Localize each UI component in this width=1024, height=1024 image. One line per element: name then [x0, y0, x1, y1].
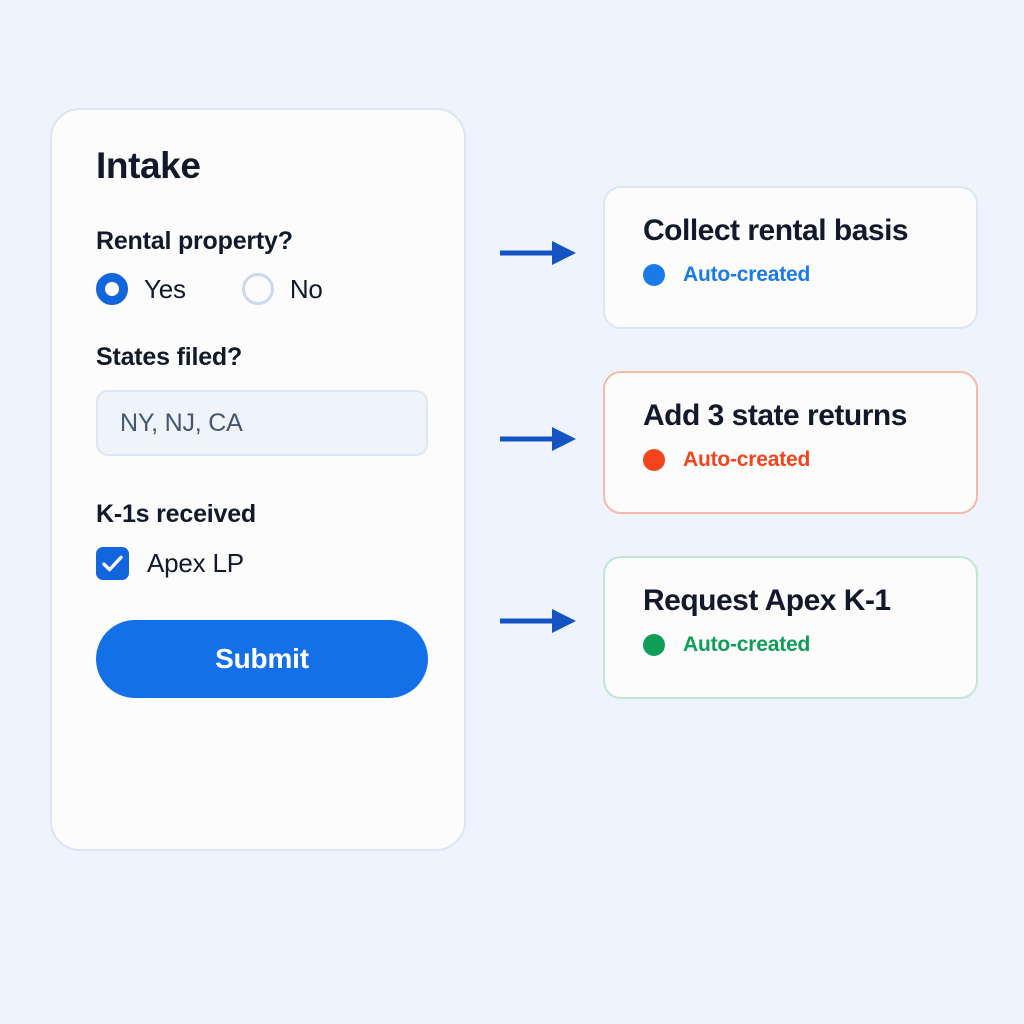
status-label: Auto-created [683, 632, 811, 656]
status-label: Auto-created [683, 262, 811, 286]
intake-form-body: Intake Rental property? Yes No States fi… [96, 145, 428, 698]
arrow-to-add-state-returns [498, 424, 578, 454]
arrow-to-request-apex-k1 [498, 606, 578, 636]
radio-label-yes: Yes [144, 273, 186, 304]
radio-option-no[interactable]: No [241, 273, 323, 306]
rental-property-label: Rental property? [96, 226, 293, 255]
checkbox-row-apex-lp[interactable]: Apex LP [96, 546, 428, 580]
arrow-to-collect-rental-basis [498, 238, 578, 268]
rental-property-radio-group: Yes No [96, 273, 428, 306]
outcome-card-body: Collect rental basis Auto-created [643, 214, 958, 287]
outcome-card-add-state-returns[interactable]: Add 3 state returns Auto-created [603, 371, 978, 514]
status-dot-icon [643, 633, 665, 656]
radio-option-yes[interactable]: Yes [96, 273, 186, 306]
outcome-card-request-apex-k1[interactable]: Request Apex K-1 Auto-created [603, 556, 978, 699]
states-filed-label: States filed? [96, 343, 243, 372]
checkbox-label-apex-lp: Apex LP [147, 547, 244, 578]
outcome-title: Add 3 state returns [643, 399, 907, 432]
radio-label-no: No [289, 273, 323, 304]
status-dot-icon [643, 448, 665, 471]
outcome-status: Auto-created [643, 448, 958, 472]
outcome-title: Request Apex K-1 [643, 584, 891, 617]
outcome-title: Collect rental basis [643, 214, 909, 247]
status-label: Auto-created [683, 447, 811, 471]
k1s-received-label: K-1s received [96, 500, 256, 529]
outcome-card-body: Request Apex K-1 Auto-created [643, 584, 958, 657]
outcome-status: Auto-created [643, 263, 958, 287]
status-dot-icon [643, 263, 665, 286]
states-filed-input[interactable] [96, 390, 428, 457]
radio-selected-icon[interactable] [96, 273, 128, 306]
outcome-card-body: Add 3 state returns Auto-created [643, 399, 958, 472]
submit-button[interactable]: Submit [96, 619, 428, 698]
outcome-status: Auto-created [643, 633, 958, 657]
intake-form-card: Intake Rental property? Yes No States fi… [50, 108, 466, 851]
page-title: Intake [96, 145, 201, 186]
checkbox-checked-icon[interactable] [96, 546, 129, 580]
radio-unselected-icon[interactable] [241, 273, 274, 306]
outcome-card-collect-rental-basis[interactable]: Collect rental basis Auto-created [603, 186, 978, 329]
